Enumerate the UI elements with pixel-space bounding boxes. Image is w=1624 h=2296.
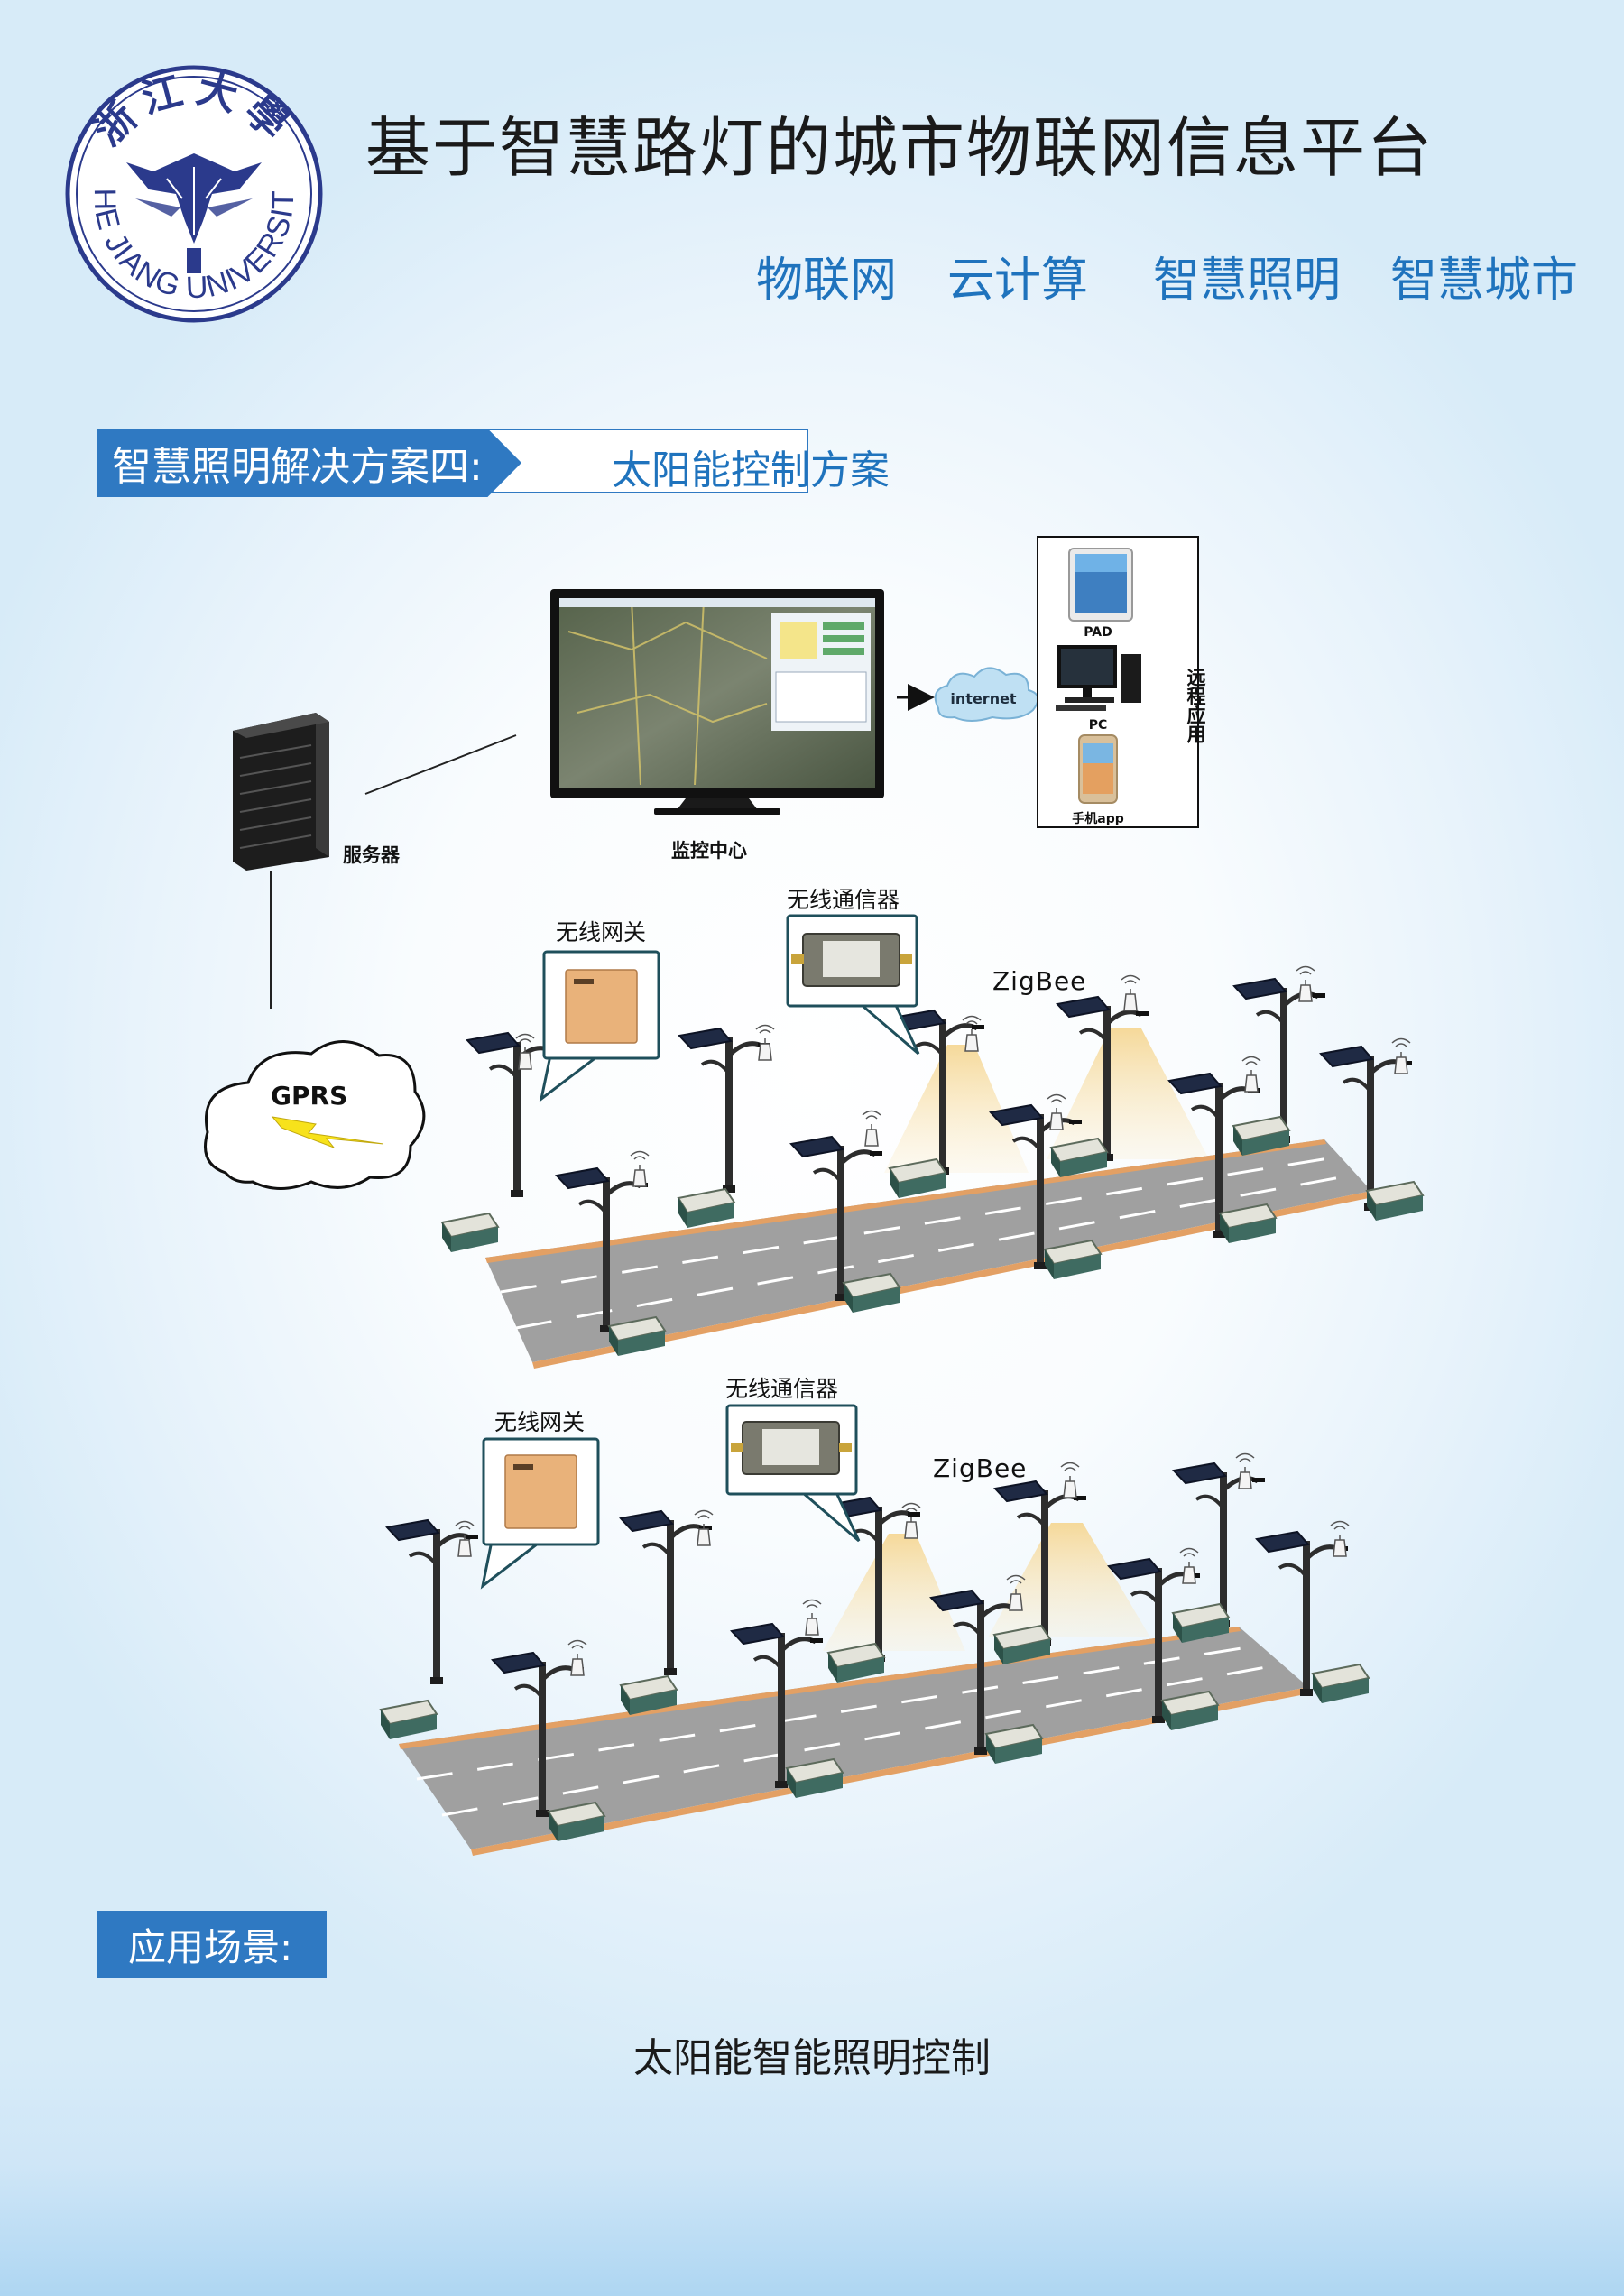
- road-scene-2: [380, 1404, 1370, 1856]
- application-scenario: 太阳能智能照明控制: [633, 2035, 991, 2081]
- zigbee-label-1: ZigBee: [992, 966, 1086, 996]
- device-label-pad: PAD: [1084, 625, 1112, 640]
- remote-app-label: 远程应用: [1185, 668, 1206, 744]
- keyword-smart-lighting: 智慧照明: [1153, 254, 1342, 308]
- keyword-cloud: 云计算: [947, 254, 1089, 308]
- section-name: 太阳能控制方案: [612, 447, 890, 493]
- road-surface: [485, 1139, 1371, 1362]
- internet-cloud-icon: [934, 667, 1039, 722]
- monitor-screen-icon: [550, 589, 884, 815]
- lamp-glow-4: [988, 1523, 1150, 1637]
- keyword-row: 物联网 云计算 智慧照明 智慧城市: [0, 242, 1624, 308]
- application-label: 应用场景:: [128, 1924, 293, 1969]
- lamp-glow-3: [823, 1534, 965, 1651]
- server-icon: [233, 713, 329, 871]
- communicator-label-2: 无线通信器: [725, 1376, 838, 1402]
- device-label-mobile-app: 手机app: [1072, 811, 1124, 826]
- zigbee-label-2: ZigBee: [933, 1453, 1027, 1483]
- monitor-label: 监控中心: [671, 840, 747, 862]
- server-label: 服务器: [343, 844, 401, 866]
- application-banner: 应用场景:: [97, 1911, 327, 1978]
- keyword-iot: 物联网: [756, 254, 898, 308]
- lamp-glow-2: [1047, 1028, 1209, 1159]
- page-title: 基于智慧路灯的城市物联网信息平台: [365, 110, 1435, 186]
- bottom-gradient-band: [0, 2057, 1624, 2296]
- pc-icon: [1056, 645, 1141, 711]
- lamp-glow-1: [884, 1045, 1029, 1173]
- section-name-box: 太阳能控制方案: [476, 429, 890, 493]
- internet-label: internet: [950, 690, 1017, 707]
- zju-logo-seal: 浙江大學 ZHE JIANG UNIVERSITY: [63, 63, 323, 323]
- gateway-device-icon: [565, 969, 638, 1044]
- gateway-label-1: 无线网关: [556, 919, 646, 945]
- road-surface-2: [399, 1627, 1308, 1849]
- server-monitor-link: [364, 734, 517, 795]
- tablet-icon: [1068, 548, 1133, 622]
- phone-icon: [1078, 734, 1118, 804]
- keyword-smart-city: 智慧城市: [1390, 254, 1579, 308]
- gprs-cloud-icon: [204, 1040, 426, 1190]
- gateway-label-2: 无线网关: [494, 1409, 585, 1435]
- section-label-box: 智慧照明解决方案四:: [97, 429, 521, 497]
- section-label: 智慧照明解决方案四:: [112, 444, 483, 490]
- section-banner: 太阳能控制方案 智慧照明解决方案四:: [97, 429, 890, 497]
- device-label-pc: PC: [1089, 718, 1108, 733]
- road-scene-1: [441, 914, 1424, 1369]
- communicator-label-1: 无线通信器: [787, 887, 900, 913]
- gprs-label: GPRS: [271, 1081, 347, 1111]
